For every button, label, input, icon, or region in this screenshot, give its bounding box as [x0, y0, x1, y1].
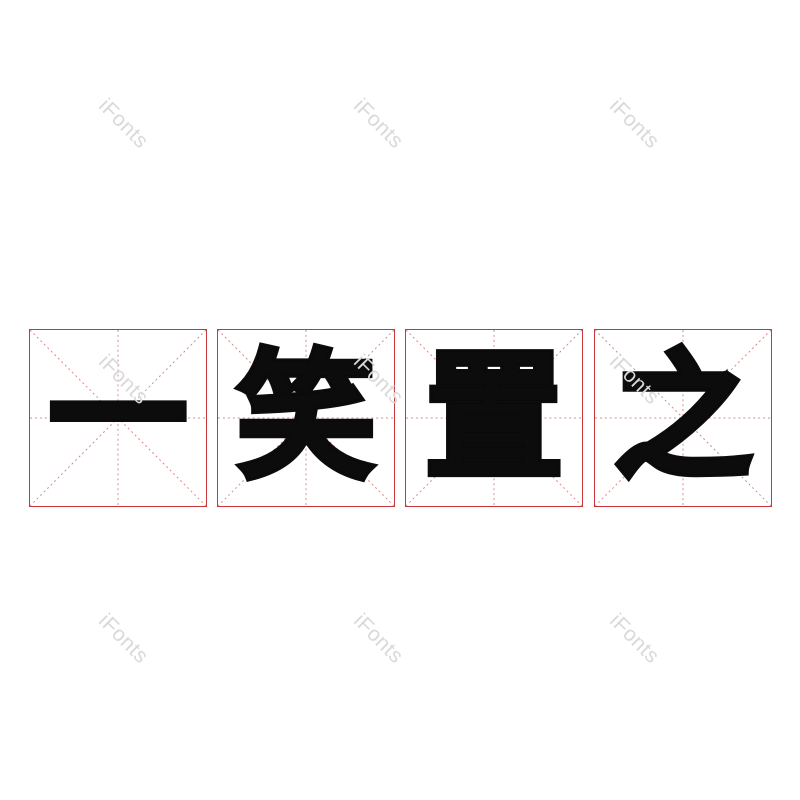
watermark-text: iFonts	[94, 94, 153, 154]
character-glyph: 置	[422, 337, 566, 498]
mi-grid-guides	[595, 330, 771, 506]
character-cell-1: 一	[29, 329, 207, 507]
character-glyph: 一	[46, 337, 190, 498]
mi-grid-guides	[406, 330, 582, 506]
watermark-text: iFonts	[94, 609, 153, 669]
watermark-text: iFonts	[349, 94, 408, 154]
character-cell-4: 之	[594, 329, 772, 507]
mi-grid-guides	[218, 330, 394, 506]
watermark-text: iFonts	[349, 609, 408, 669]
mi-grid-guides	[30, 330, 206, 506]
character-glyph: 之	[611, 337, 755, 498]
watermark-text: iFonts	[605, 94, 664, 154]
character-glyph: 笑	[234, 337, 378, 498]
character-cell-2: 笑	[217, 329, 395, 507]
watermark-text: iFonts	[605, 609, 664, 669]
character-cell-3: 置	[405, 329, 583, 507]
